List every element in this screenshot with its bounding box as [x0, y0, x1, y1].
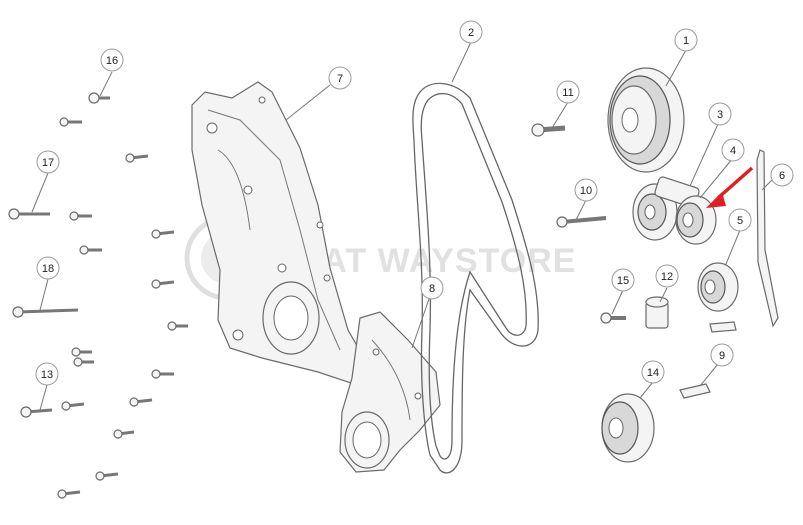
svg-text:3: 3	[717, 109, 723, 121]
callout-2: 2	[459, 20, 483, 44]
callout-17: 17	[36, 150, 60, 174]
bolt-part-15	[600, 312, 626, 324]
callout-14: 14	[641, 360, 665, 384]
svg-text:1: 1	[683, 35, 689, 47]
camshaft-sprocket-part-1	[607, 67, 685, 173]
callout-4: 4	[721, 138, 745, 162]
sleeve-part-12	[645, 296, 669, 329]
svg-text:2: 2	[468, 27, 474, 39]
leader-lines	[31, 41, 773, 411]
crankshaft-sprocket-part-14	[601, 393, 655, 463]
bolt-part-16	[88, 92, 110, 104]
lower-cover-part-8	[339, 311, 441, 473]
svg-text:7: 7	[337, 73, 343, 85]
callout-8: 8	[420, 276, 444, 300]
callout-5: 5	[728, 208, 752, 232]
callout-1: 1	[674, 28, 698, 52]
key-part-9	[679, 321, 737, 399]
bolt-part-10	[556, 216, 607, 228]
callout-7: 7	[328, 66, 352, 90]
bolt-part-11	[531, 123, 566, 137]
timing-cover-part-7	[191, 81, 373, 387]
svg-text:6: 6	[779, 170, 785, 182]
svg-text:10: 10	[580, 185, 592, 197]
svg-text:4: 4	[730, 145, 736, 157]
callout-13: 13	[35, 362, 59, 386]
svg-text:18: 18	[42, 263, 54, 275]
callout-10: 10	[574, 178, 598, 202]
bolt-part-13	[20, 406, 53, 418]
highlight-arrow	[706, 166, 754, 208]
idler-pulley-part-4	[675, 195, 717, 245]
callout-6: 6	[770, 163, 794, 187]
callout-15: 15	[611, 268, 635, 292]
svg-text:9: 9	[719, 350, 725, 362]
sprocket-part-5	[697, 262, 739, 312]
callout-18: 18	[36, 256, 60, 280]
svg-text:13: 13	[41, 369, 53, 381]
svg-text:11: 11	[562, 87, 573, 99]
bolt-part-17	[8, 208, 50, 220]
svg-text:5: 5	[737, 215, 743, 227]
svg-text:12: 12	[661, 271, 673, 283]
svg-text:16: 16	[106, 55, 118, 67]
svg-text:14: 14	[647, 367, 659, 379]
tensioner-part-3	[632, 176, 700, 241]
callout-11: 11	[556, 80, 580, 104]
callout-16: 16	[100, 48, 124, 72]
svg-text:8: 8	[429, 283, 435, 295]
small-bolts	[57, 117, 188, 499]
bolt-part-18	[12, 306, 79, 318]
svg-text:15: 15	[617, 275, 629, 287]
timing-belt-part-2	[412, 82, 539, 474]
callout-9: 9	[710, 343, 734, 367]
callout-12: 12	[655, 264, 679, 288]
callout-3: 3	[708, 102, 732, 126]
svg-text:17: 17	[42, 157, 54, 169]
guide-part-6	[756, 149, 779, 328]
